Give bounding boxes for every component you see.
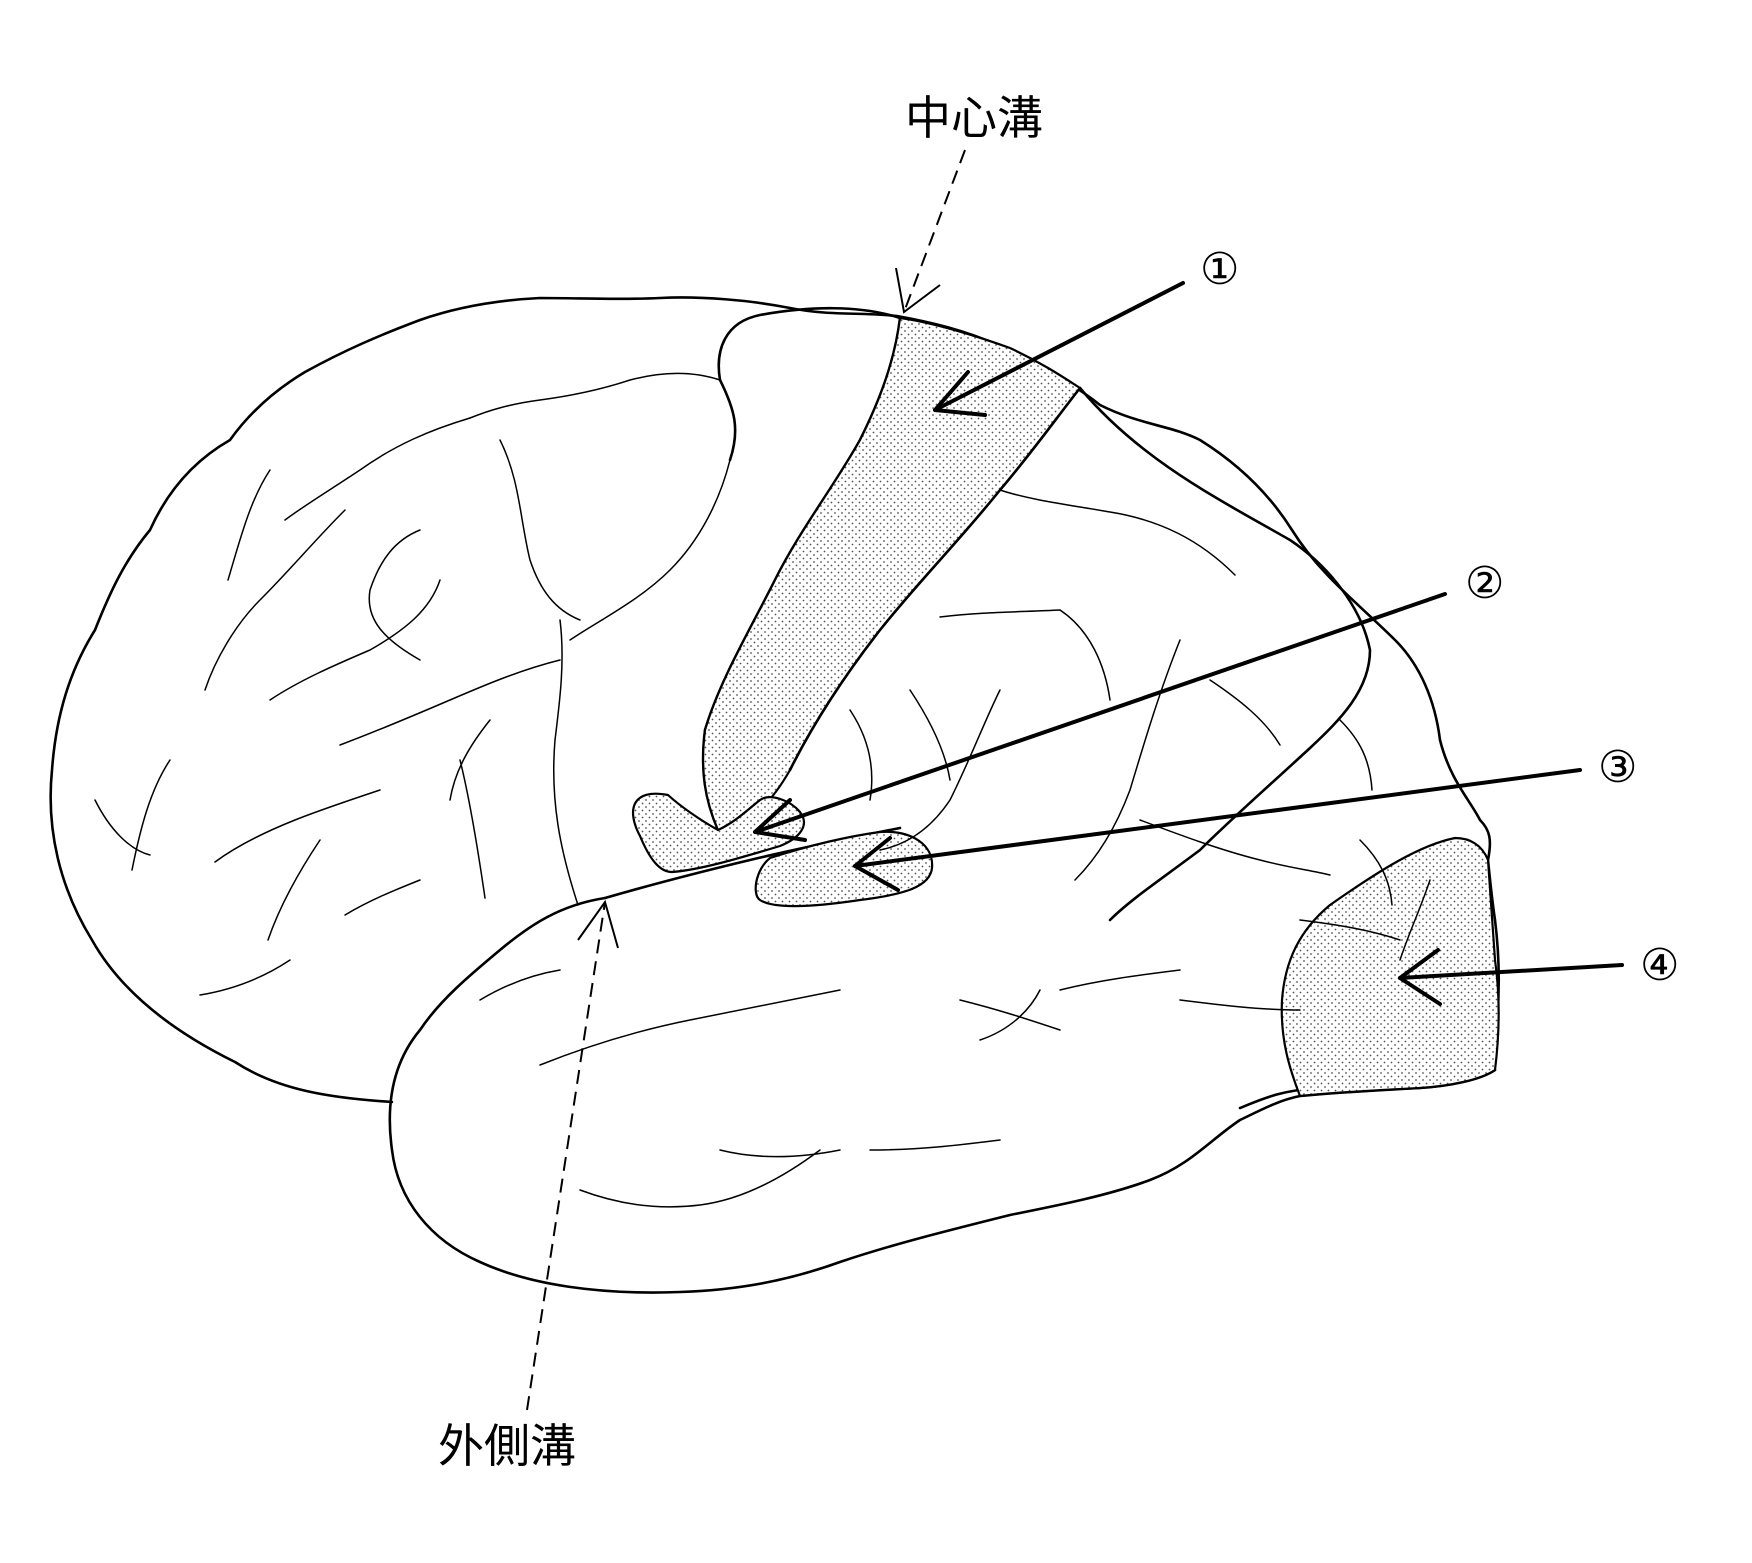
marker-3-arrow — [853, 768, 1582, 868]
marker-1-arrowhead — [933, 370, 987, 417]
marker-1-arrow — [933, 281, 1185, 412]
marker-2-label: ② — [1465, 558, 1504, 609]
marker-2-arrowhead — [753, 798, 807, 842]
central-sulcus-label: 中心溝 — [905, 91, 1043, 145]
frontal-gyri-lines — [94, 372, 731, 1001]
region-4-occipital — [1280, 836, 1500, 1098]
lateral-sulcus-pointer — [526, 901, 606, 1411]
central-sulcus-pointer — [903, 149, 966, 313]
marker-3-arrowhead — [853, 836, 900, 892]
temporal-gyri-lines — [539, 839, 1431, 1208]
region-1-postcentral — [702, 316, 1082, 832]
parietal-gyri-lines — [849, 489, 1373, 881]
temporal-lobe-outline — [388, 896, 1497, 1294]
marker-2-arrow — [753, 592, 1447, 834]
marker-3-label: ③ — [1598, 742, 1637, 793]
lateral-sulcus-label: 外側溝 — [438, 1419, 576, 1473]
marker-1-label: ① — [1200, 244, 1239, 295]
parieto-occipital-border — [1078, 386, 1372, 922]
postcentral-posterior-border — [788, 386, 1082, 772]
lateral-sulcus-pointer-head — [577, 899, 619, 949]
region-3-area — [754, 830, 934, 908]
region-2-area — [631, 792, 805, 874]
precentral-anterior-border — [717, 306, 902, 462]
central-sulcus-pointer-head — [895, 267, 941, 314]
marker-4-arrowhead — [1398, 948, 1442, 1006]
marker-4-label: ④ — [1640, 940, 1679, 991]
marker-4-arrow — [1398, 963, 1624, 980]
